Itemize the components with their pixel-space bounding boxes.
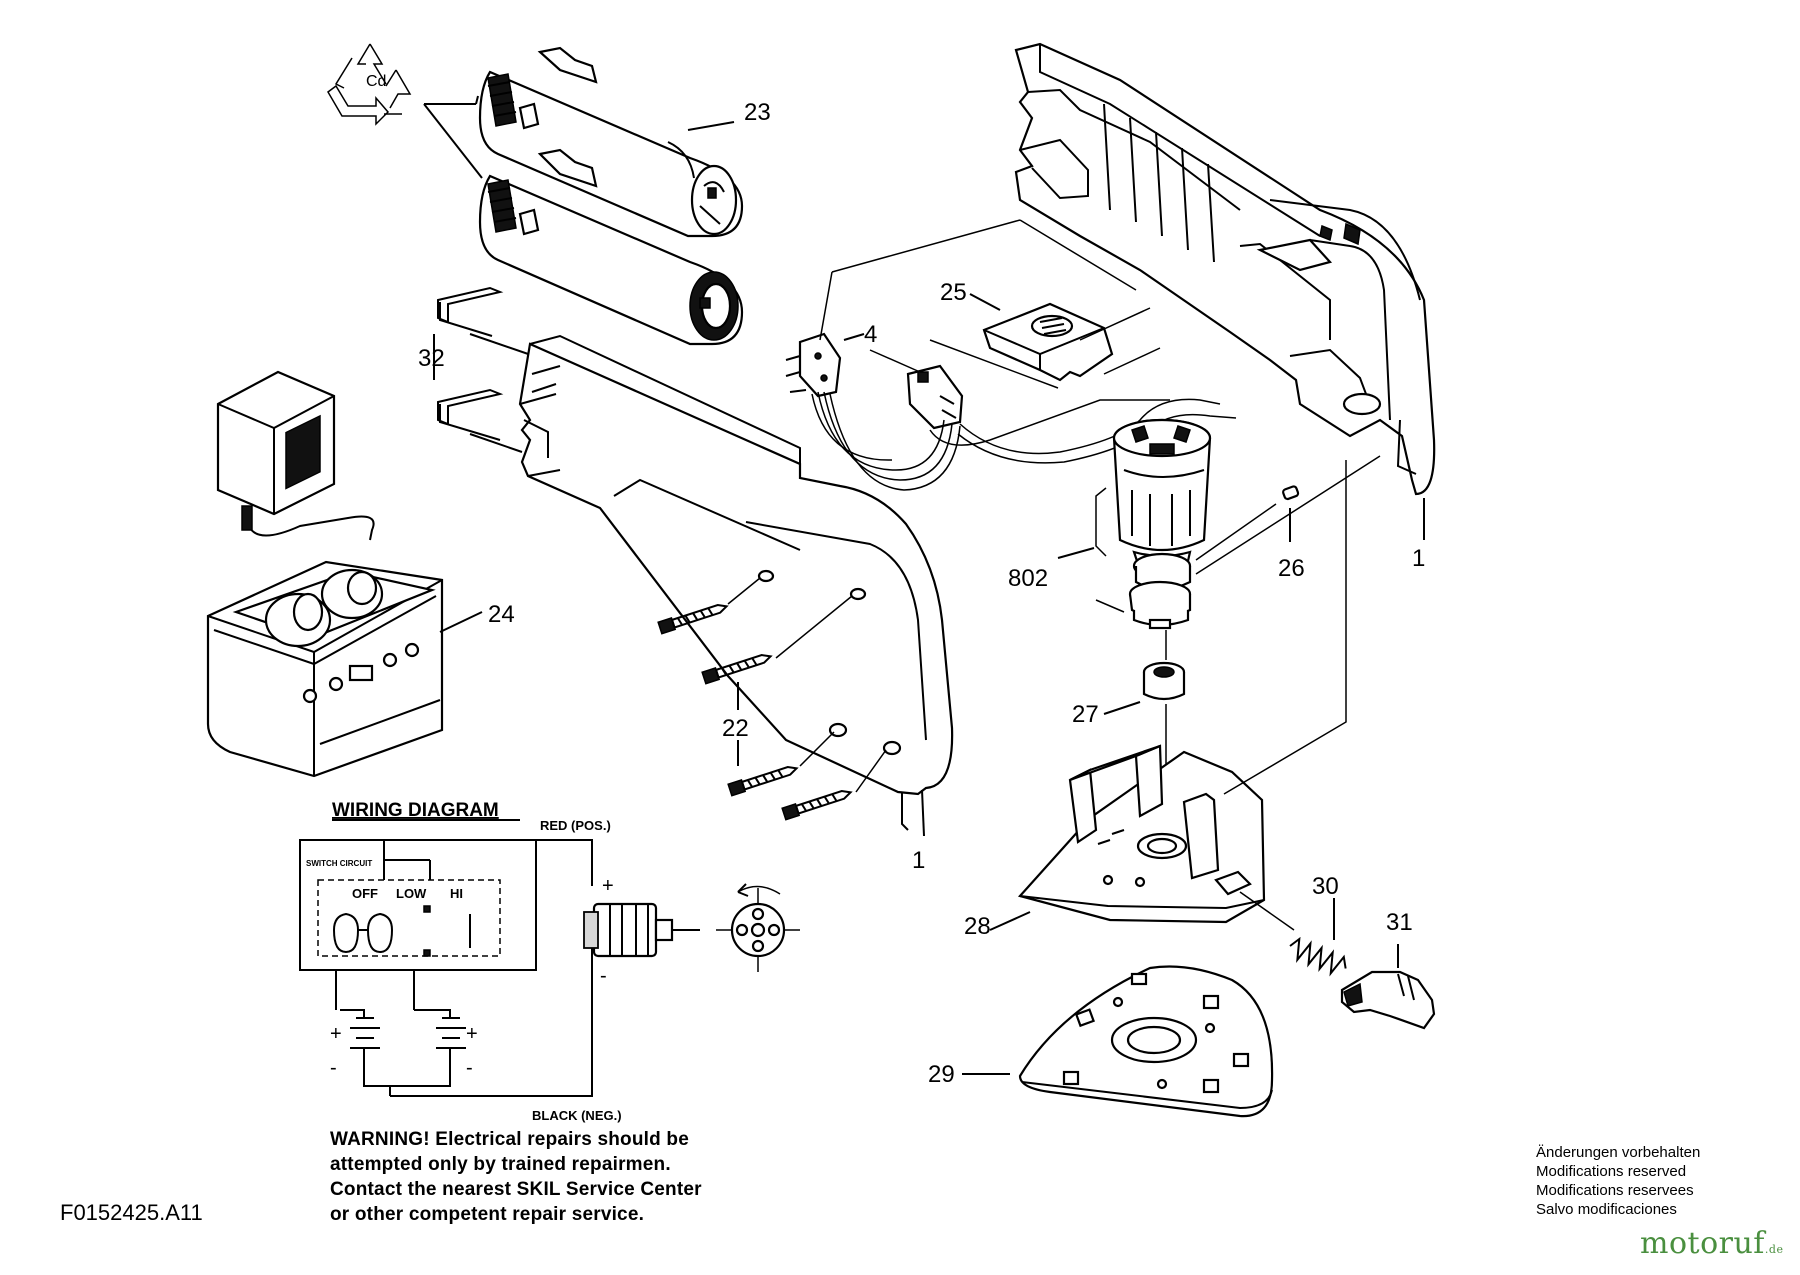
motor-symbol — [583, 902, 700, 958]
charger-base — [206, 560, 444, 778]
base-plate — [1017, 744, 1266, 924]
batt2-plus: + — [466, 1023, 478, 1045]
label-1-right: 1 — [1412, 545, 1425, 572]
document-id: F0152425.A11 — [60, 1200, 203, 1225]
label-26: 26 — [1278, 555, 1305, 582]
latch — [1340, 970, 1436, 1030]
terminal-block — [785, 332, 842, 398]
brand-logo: motoruf.de — [1640, 1226, 1783, 1261]
battery-pack-bottom — [478, 148, 744, 346]
rotation-icon — [716, 883, 800, 972]
brand-suffix: .de — [1764, 1243, 1784, 1256]
batt2-minus: - — [466, 1057, 473, 1079]
switch-pos-off: OFF — [352, 886, 378, 901]
housing-right-half — [1014, 42, 1436, 496]
switch-pos-low: LOW — [396, 886, 427, 901]
charger-adapter — [216, 370, 375, 541]
label-30: 30 — [1312, 873, 1339, 900]
warning-notice: WARNING! Electrical repairs should be at… — [330, 1127, 790, 1227]
label-802: 802 — [1008, 565, 1048, 592]
brand-name: motoruf — [1640, 1226, 1765, 1261]
slide-switch — [906, 364, 964, 430]
recycle-icon: Cd — [327, 43, 412, 126]
sanding-pad — [1018, 965, 1274, 1118]
warning-line-4: or other competent repair service. — [330, 1204, 645, 1225]
warning-line-3: Contact the nearest SKIL Service Center — [330, 1179, 702, 1200]
label-32: 32 — [418, 345, 445, 372]
wiring-diagram: WIRING DIAGRAM RED (POS.) BLACK (NEG.) S… — [299, 800, 800, 1123]
label-4: 4 — [864, 321, 877, 348]
batt1-minus: - — [330, 1057, 337, 1079]
switch-circuit-label: SWITCH CIRCUIT — [306, 859, 372, 868]
modifications-de: Änderungen vorbehalten — [1536, 1144, 1701, 1161]
clip-upper — [437, 286, 504, 337]
modifications-fr: Modifications reservees — [1536, 1182, 1694, 1199]
spring — [1289, 936, 1347, 977]
housing-left-half — [518, 334, 954, 831]
label-31: 31 — [1386, 909, 1413, 936]
screw-1 — [657, 604, 729, 635]
eccentric-drive — [1128, 552, 1192, 630]
label-25: 25 — [940, 279, 967, 306]
label-23: 23 — [744, 99, 771, 126]
modifications-notice: Änderungen vorbehalten Modifications res… — [1536, 1143, 1700, 1219]
wiring-diagram-title: WIRING DIAGRAM — [332, 800, 499, 821]
screw-2 — [701, 654, 773, 685]
warning-line-1: WARNING! Electrical repairs should be — [330, 1129, 689, 1150]
pin — [1282, 485, 1300, 501]
warning-line-2: attempted only by trained repairmen. — [330, 1154, 671, 1175]
label-27: 27 — [1072, 701, 1099, 728]
label-1-left: 1 — [912, 847, 925, 874]
label-29: 29 — [928, 1061, 955, 1088]
black-neg-label: BLACK (NEG.) — [532, 1108, 622, 1123]
modifications-es: Salvo modificaciones — [1536, 1201, 1677, 1218]
switch-slider — [982, 302, 1114, 382]
switch-pos-hi: HI — [450, 886, 463, 901]
recycle-cd-text: Cd — [366, 73, 386, 90]
bearing — [1142, 661, 1186, 701]
battery-pack-top — [478, 46, 744, 238]
motor — [1112, 418, 1212, 582]
label-28: 28 — [964, 913, 991, 940]
screw-3 — [727, 766, 799, 797]
screw-4 — [781, 790, 853, 821]
label-24: 24 — [488, 601, 515, 628]
label-22: 22 — [722, 715, 749, 742]
clip-lower — [437, 388, 504, 441]
red-pos-label: RED (POS.) — [540, 818, 611, 833]
batt1-plus: + — [330, 1023, 342, 1045]
motor-minus: - — [600, 965, 607, 987]
motor-plus: + — [602, 875, 614, 897]
modifications-en: Modifications reserved — [1536, 1163, 1687, 1180]
